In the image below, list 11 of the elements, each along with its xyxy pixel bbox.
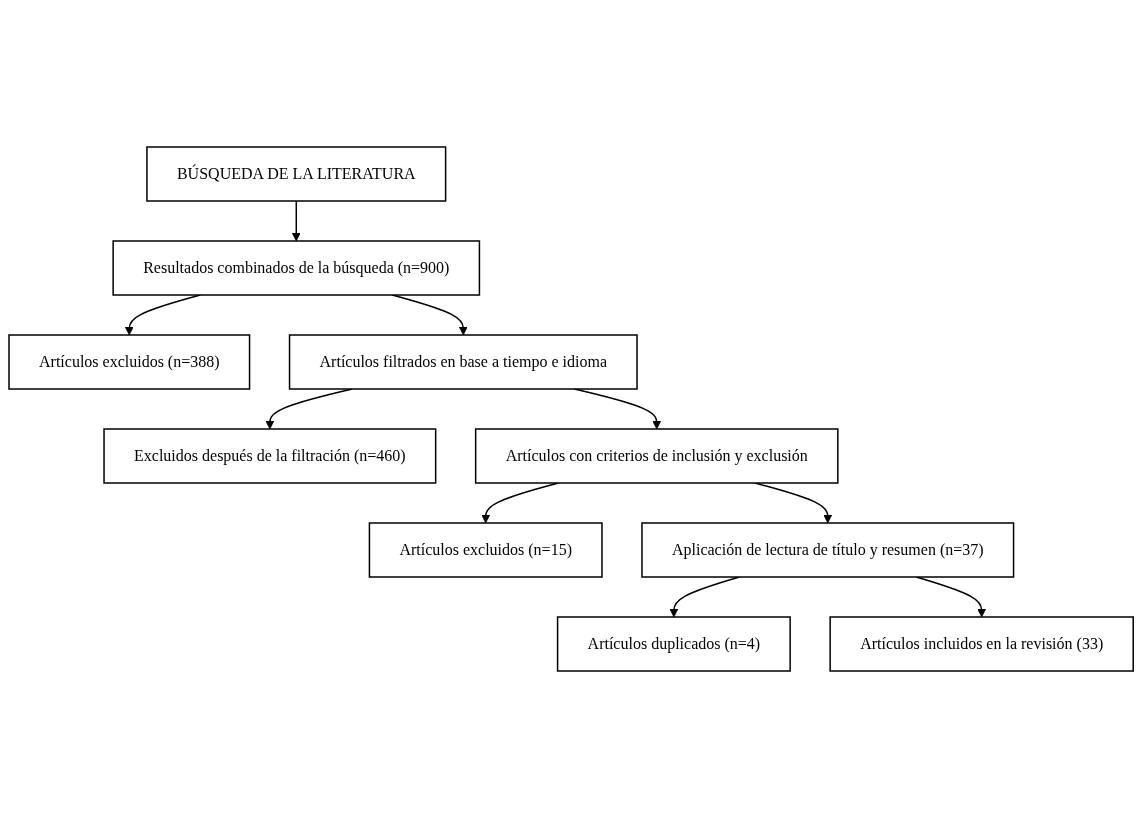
node-box: BÚSQUEDA DE LA LITERATURA xyxy=(146,146,447,202)
node-box: Artículos filtrados en base a tiempo e idioma xyxy=(288,334,638,390)
node-box: Artículos excluidos (n=15) xyxy=(368,522,603,578)
node-box: Artículos duplicados (n=4) xyxy=(556,616,791,672)
arrow xyxy=(291,200,301,242)
node-box: Aplicación de lectura de título y resumen (n=37) xyxy=(641,522,1015,578)
node-box: Artículos excluidos (n=388) xyxy=(8,334,251,390)
node-box: Excluidos después de la filtración (n=460) xyxy=(103,428,437,484)
node-box: Artículos incluidos en la revisión (33) xyxy=(829,616,1134,672)
node-box: Artículos con criterios de inclusión y exclusión xyxy=(474,428,839,484)
node-box: Resultados combinados de la búsqueda (n=900) xyxy=(112,240,481,296)
